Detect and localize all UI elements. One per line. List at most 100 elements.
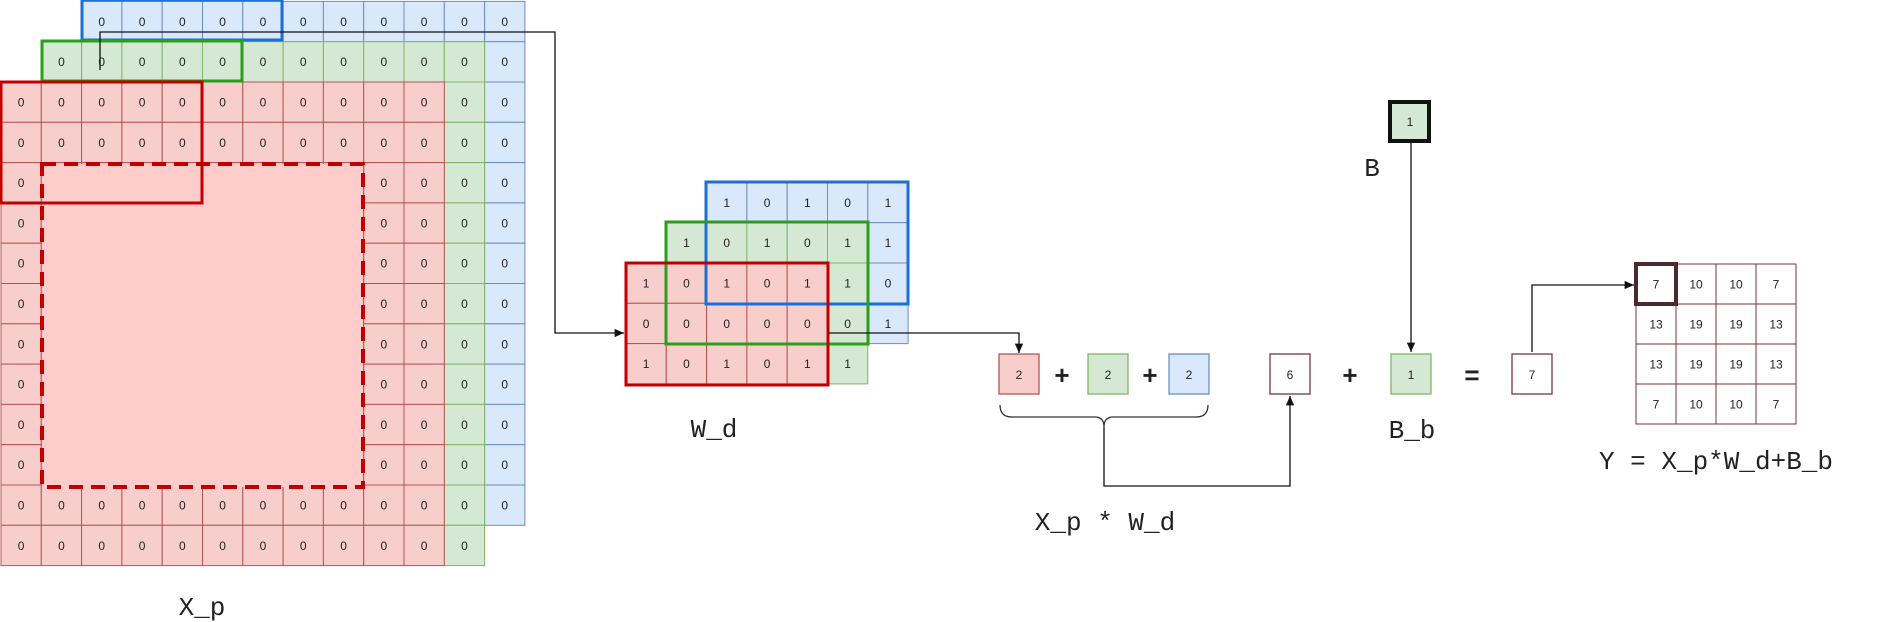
x-p-red-cell-value: 0: [18, 257, 25, 271]
x-p-green-right-cell: [443, 403, 486, 446]
x-p-green-top-cell: [161, 41, 203, 83]
x-p-red-cell-value: 0: [58, 95, 65, 109]
sum-plus-1: +: [1054, 360, 1069, 390]
x-p-red-cell-value: 0: [139, 136, 146, 150]
x-p-green-right-cell-value: 0: [461, 378, 468, 392]
y-cell: [1755, 263, 1797, 305]
x-p-blue-right-cell-value: 0: [501, 297, 508, 311]
x-p-red-cell: [40, 524, 83, 567]
x-p-green-top-cell: [121, 41, 163, 83]
x-p-red-cell: [403, 242, 445, 284]
w-d-green-right-cell-value: 0: [844, 317, 851, 331]
x-p-green-top-cell: [363, 41, 405, 83]
w-d-blue-right-cell-value: 1: [885, 317, 892, 331]
w-d-blue-top-cell: [786, 181, 829, 224]
x-p-red-cell-value: 0: [219, 95, 226, 109]
x-p-blue-right-cell-value: 0: [501, 458, 508, 472]
y-cell-value: 13: [1649, 357, 1663, 371]
x-p-blue-right-cell-value: 0: [501, 216, 508, 230]
x-p-red-cell-value: 0: [18, 176, 25, 190]
x-p-blue-right-cell-value: 0: [501, 418, 508, 432]
x-p-red-cell-value: 0: [421, 95, 428, 109]
x-p-red-cell: [242, 524, 284, 567]
w-d-blue-top-cell-value: 0: [764, 196, 771, 210]
w-d-red-cell-value: 0: [683, 276, 690, 290]
w-d-blue-top-cell-value: 1: [723, 196, 730, 210]
x-p-red-cell-value: 0: [98, 539, 105, 553]
x-p-red-cell: [0, 323, 42, 365]
sum-curly-brace: [999, 404, 1209, 428]
w-d-blue-right-cell-value: 0: [885, 276, 892, 290]
x-p-red-cell: [363, 484, 405, 526]
x-p-red-cell-value: 0: [98, 498, 105, 512]
y-cell-value: 10: [1729, 277, 1743, 291]
y-cell-value: 7: [1773, 397, 1780, 411]
y-cell: [1715, 383, 1757, 425]
x-p-green-right-cell: [443, 202, 486, 244]
x-p-blue-top-cell-value: 0: [139, 15, 146, 29]
x-p-blue-right-cell-value: 0: [501, 498, 508, 512]
w-d-red-cell-value: 1: [804, 357, 811, 371]
x-p-red-cell-value: 0: [18, 378, 25, 392]
final-value: 7: [1529, 368, 1536, 382]
w-d-green-top-cell-value: 1: [683, 236, 690, 250]
bias-box: [1388, 100, 1431, 143]
y-cell: [1675, 383, 1717, 425]
sum-result-box: [1269, 353, 1311, 395]
x-p-blue-right-cell: [484, 162, 526, 204]
y-cell: [1675, 343, 1717, 385]
w-d-red-cell-value: 1: [723, 276, 730, 290]
x-p-red-cell-value: 0: [18, 136, 25, 150]
w-d-green-right-cell: [827, 262, 869, 304]
x-p-red-cell-value: 0: [421, 539, 428, 553]
x-p-blue-top-cell-value: 0: [179, 15, 186, 29]
w-d-blue-top-cell: [867, 181, 909, 224]
x-p-red-cell: [363, 323, 405, 365]
x-p-red-cell-value: 0: [98, 95, 105, 109]
w-d-blue-top-cell: [746, 181, 788, 224]
x-p-green-top-cell-value: 0: [381, 55, 388, 69]
x-p-blue-right-cell-value: 0: [501, 55, 508, 69]
y-cell: [1635, 343, 1677, 385]
x-p-red-cell: [40, 484, 83, 526]
arrow-sum-to-result: [1103, 396, 1295, 487]
x-p-blue-top-cell-value: 0: [300, 15, 307, 29]
x-p-red-cell: [161, 524, 203, 567]
x-p-red-cell: [81, 524, 123, 567]
w-d-red-cell: [786, 262, 829, 304]
y-cell: [1755, 303, 1797, 345]
x-p-green-right-cell-value: 0: [461, 418, 468, 432]
y-label: Y = X_p*W_d+B_b: [1599, 447, 1833, 477]
y-cell-value: 7: [1653, 397, 1660, 411]
w-d-red-cell-value: 1: [643, 276, 650, 290]
x-p-red-cell: [403, 121, 445, 164]
x-p-red-cell-value: 0: [381, 498, 388, 512]
y-cell-value: 7: [1653, 277, 1660, 291]
sum-label: X_p * W_d: [1035, 508, 1175, 538]
x-p-green-right-cell-value: 0: [461, 337, 468, 351]
x-p-red-cell: [40, 121, 83, 164]
x-p-red-cell: [81, 484, 123, 526]
w-d-blue-top-cell-value: 0: [844, 196, 851, 210]
x-p-red-cell-value: 0: [381, 95, 388, 109]
x-p-red-cell-value: 0: [421, 337, 428, 351]
x-p-red-cell-value: 0: [381, 176, 388, 190]
x-p-red-cell-value: 0: [381, 257, 388, 271]
x-p-blue-top-cell: [282, 0, 324, 43]
x-p-red-cell: [0, 242, 42, 284]
x-p-red-cell: [403, 202, 445, 244]
x-p-red-cell-value: 0: [139, 498, 146, 512]
x-p-red-cell-value: 0: [300, 95, 307, 109]
x-p-blue-right-cell-value: 0: [501, 95, 508, 109]
x-p-blue-top-cell-value: 0: [219, 15, 226, 29]
sum-green-value: 2: [1105, 368, 1112, 382]
x-p-red-cell-value: 0: [179, 498, 186, 512]
x-p-red-cell: [322, 524, 365, 567]
x-p-red-cell: [403, 283, 445, 325]
w-d-red-cell-value: 1: [723, 357, 730, 371]
y-cell-value: 7: [1773, 277, 1780, 291]
sum-plus-2: +: [1142, 360, 1157, 390]
x-p-red-cell-value: 0: [340, 95, 347, 109]
